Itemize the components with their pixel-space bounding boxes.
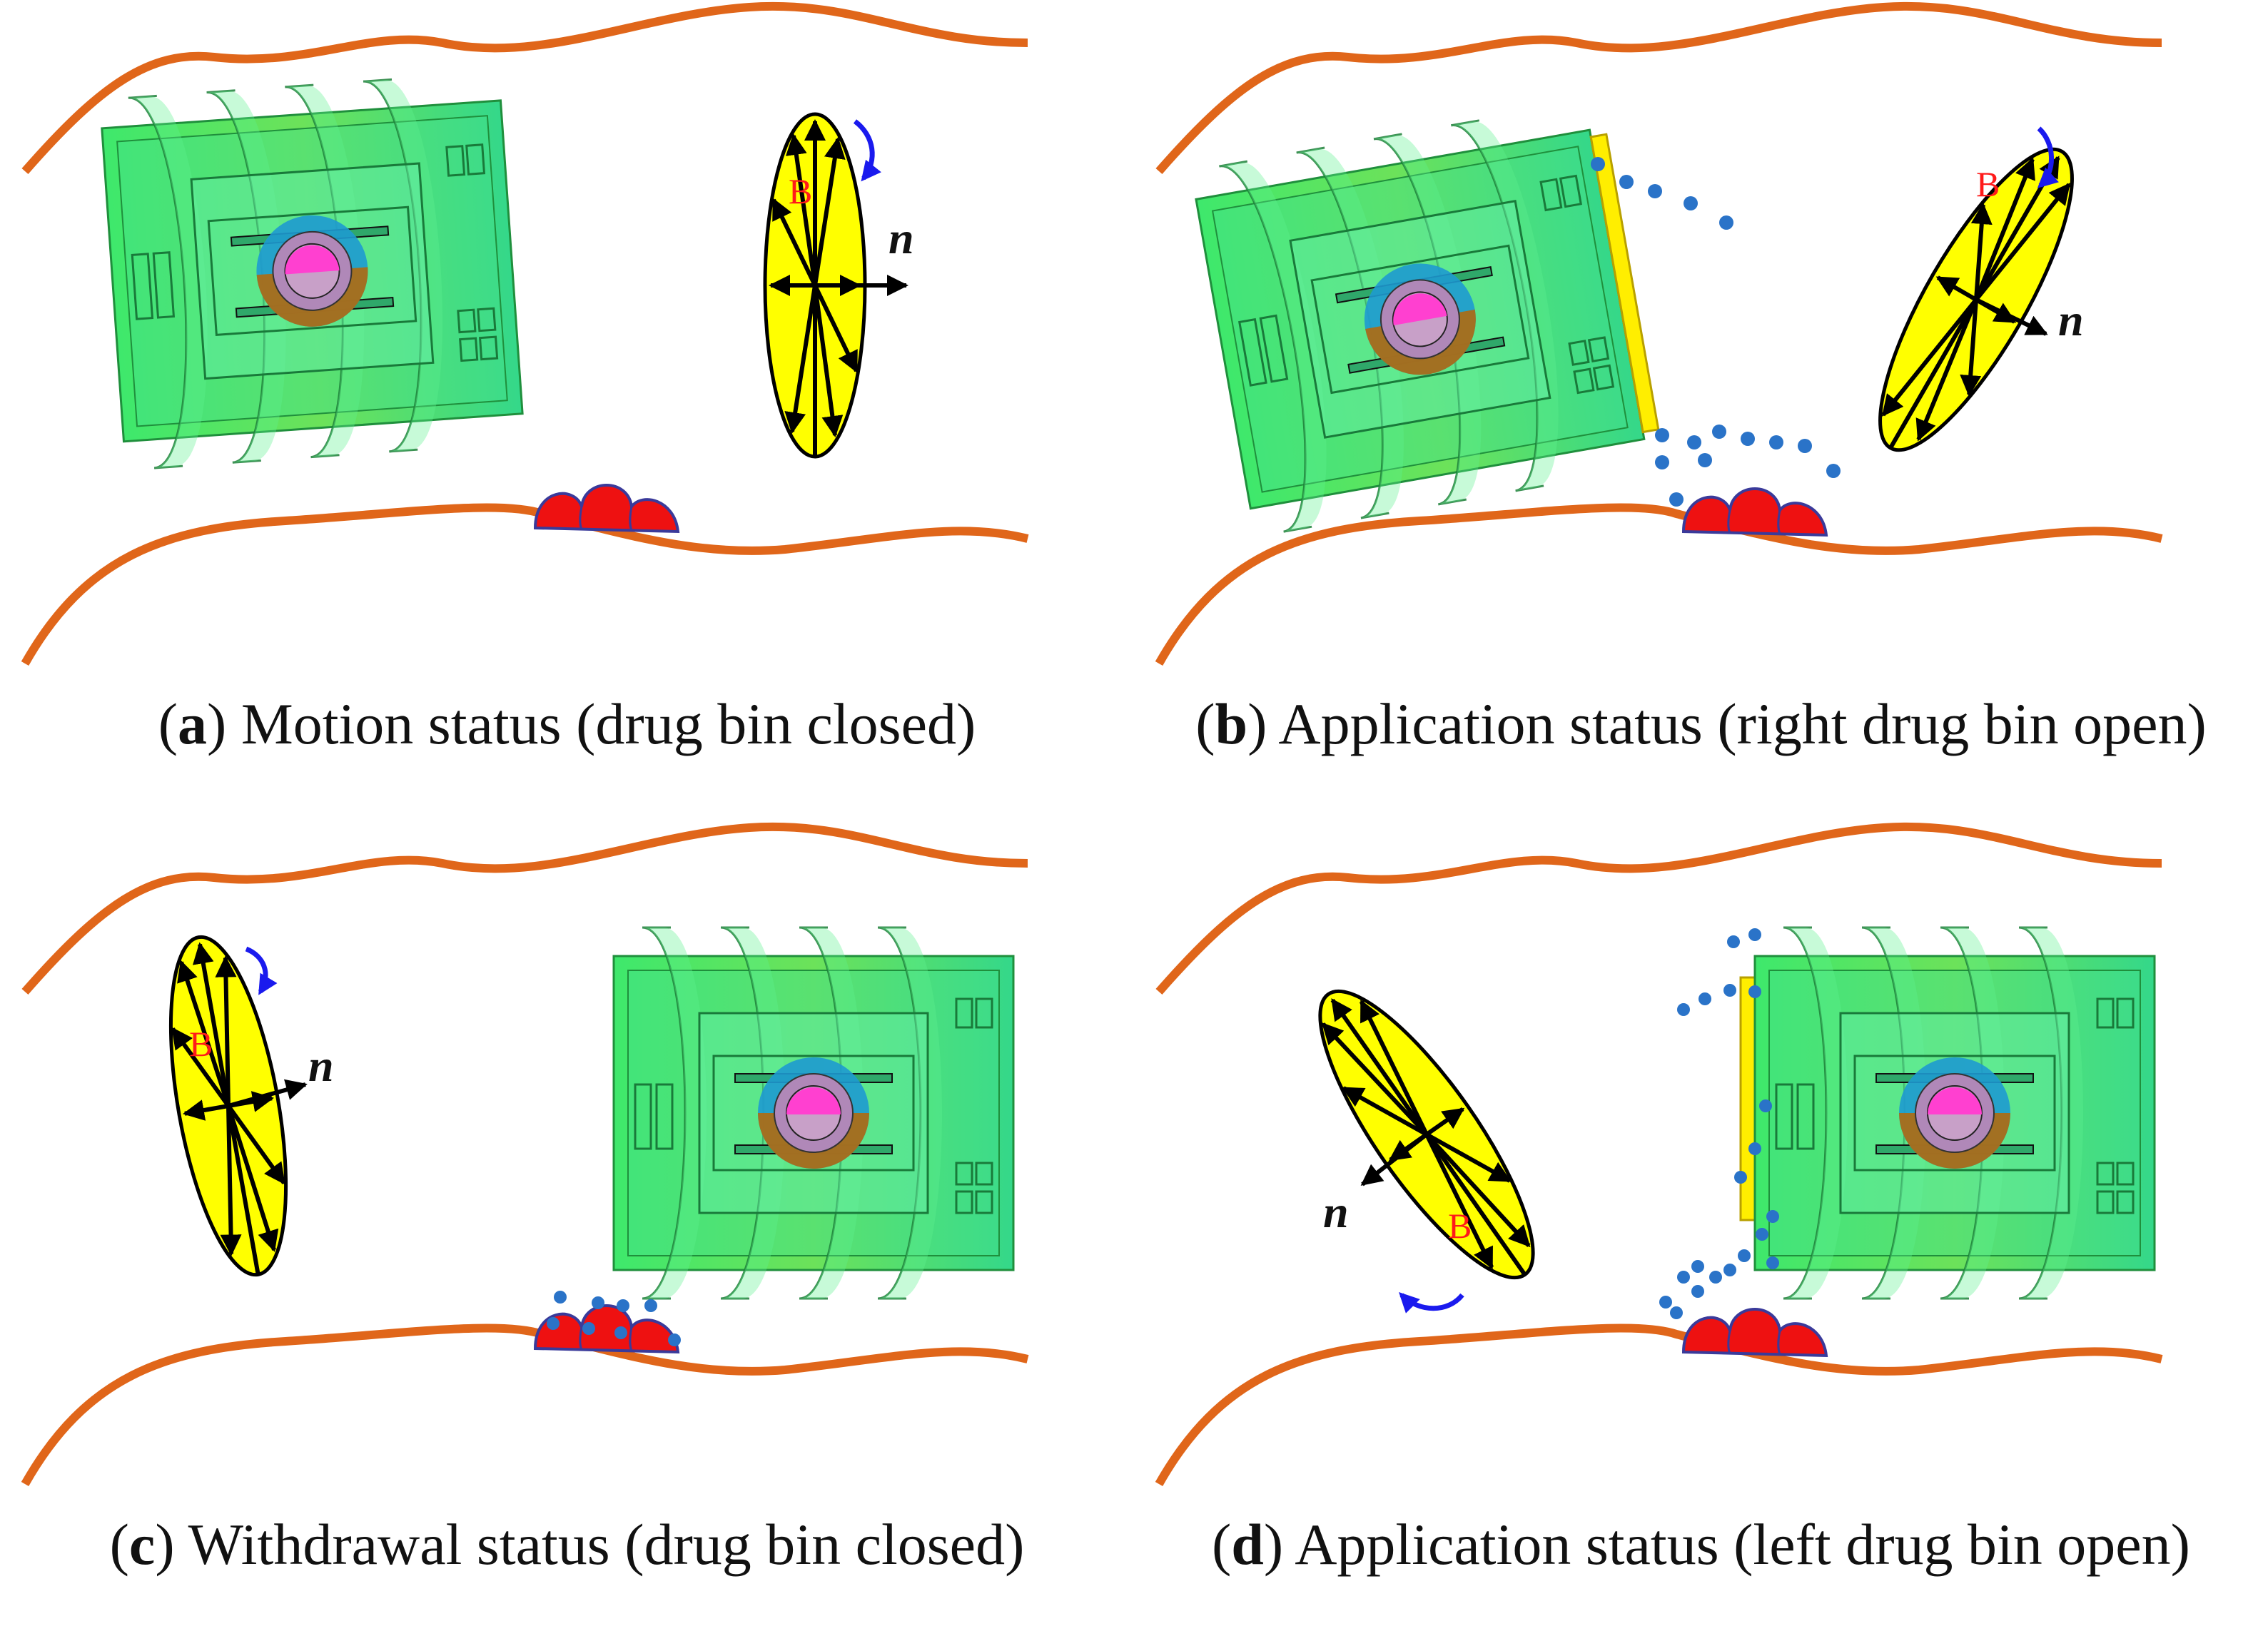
field-label-B: B <box>189 1024 213 1064</box>
upper-intestine-wall <box>1155 822 2162 995</box>
field-label-B: B <box>789 171 812 211</box>
rotation-arrow-icon <box>853 119 881 182</box>
panel-a: B n (a) Motion status (drug bin closed) <box>0 0 1134 820</box>
caption-c: (c) Withdrawal status (drug bin closed) <box>109 1512 1025 1577</box>
normal-label-n: n <box>308 1040 334 1091</box>
normal-label-n: n <box>2058 295 2084 345</box>
normal-label-n: n <box>889 213 914 263</box>
capsule-robot-icon <box>1190 101 1651 538</box>
panel-c: B n (c) Withdrawal status (drug bin clos… <box>0 820 1134 1641</box>
rotating-magnetic-field-ellipse <box>1847 126 2105 473</box>
rotation-arrow-icon <box>2037 126 2059 188</box>
upper-intestine-wall <box>21 1 1028 174</box>
lower-intestine-wall <box>21 1324 1029 1486</box>
lower-intestine-wall <box>1155 503 2163 666</box>
rotating-magnetic-field-ellipse <box>765 114 908 457</box>
upper-intestine-wall <box>1155 1 2162 174</box>
field-label-B: B <box>1448 1206 1472 1246</box>
lesion-bumps <box>1682 1308 1828 1357</box>
panel-c-drawing: B n <box>21 822 1029 1486</box>
panel-b: B n (b) Application status (right drug b… <box>1134 0 2268 820</box>
lesion-bumps <box>534 1304 679 1353</box>
upper-intestine-wall <box>21 822 1028 995</box>
caption-b: (b) Application status (right drug bin o… <box>1195 691 2207 756</box>
lesion-bumps <box>1682 487 1828 537</box>
panel-a-drawing: B n <box>21 1 1029 666</box>
caption-a: (a) Motion status (drug bin closed) <box>158 691 976 756</box>
capsule-robot-icon <box>98 71 526 472</box>
capsule-robot-icon <box>1753 926 2156 1300</box>
panel-b-drawing: B n <box>1155 1 2163 666</box>
drug-particles <box>1591 157 1841 507</box>
caption-d: (d) Application status (left drug bin op… <box>1211 1512 2190 1577</box>
drug-particles <box>547 1291 681 1346</box>
lesion-bumps <box>534 484 679 533</box>
right-drug-bin-open <box>1589 133 1660 434</box>
normal-label-n: n <box>1323 1187 1349 1237</box>
rotation-arrow-icon <box>245 946 278 995</box>
lower-intestine-wall <box>21 503 1029 666</box>
drug-particles <box>1659 928 1779 1319</box>
capsule-robot-icon <box>612 926 1015 1300</box>
rotation-arrow-icon <box>1399 1292 1464 1314</box>
rotating-magnetic-field-ellipse <box>149 928 307 1283</box>
lower-intestine-wall <box>1155 1324 2163 1486</box>
panel-d-drawing: B n <box>1155 822 2163 1486</box>
panel-d: B n (d) Application status (left drug bi… <box>1134 820 2268 1641</box>
field-label-B: B <box>1976 164 2000 204</box>
rotating-magnetic-field-ellipse <box>1287 965 1566 1314</box>
